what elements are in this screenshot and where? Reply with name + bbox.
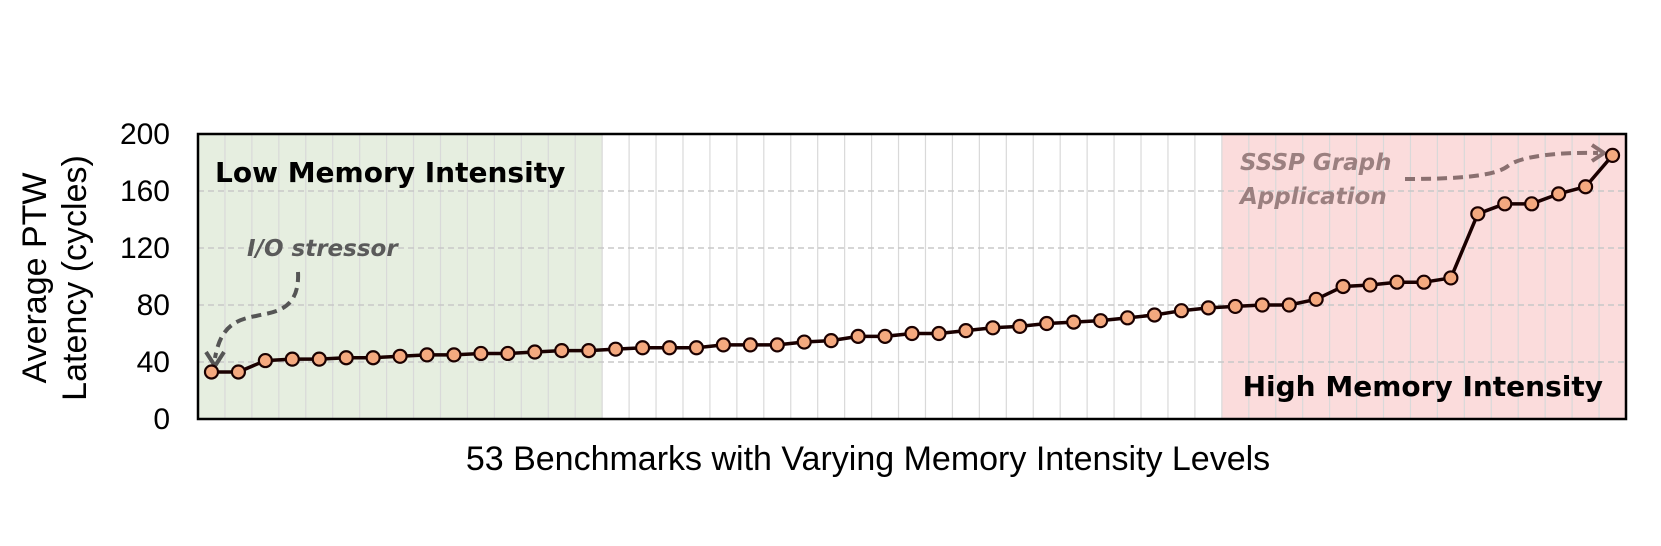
data-point xyxy=(230,364,247,380)
data-point xyxy=(1308,291,1324,307)
data-point xyxy=(338,350,354,366)
data-point xyxy=(904,325,920,342)
data-point xyxy=(742,337,758,353)
data-point xyxy=(500,345,516,362)
data-point xyxy=(1281,297,1297,313)
io-stressor-annotation: I/O stressor xyxy=(247,236,399,262)
data-point xyxy=(1577,179,1594,195)
data-point xyxy=(1093,313,1109,329)
sssp-arrow xyxy=(1404,150,1599,181)
grid-layer xyxy=(198,134,1626,419)
data-point xyxy=(958,323,974,339)
y-tick-label: 80 xyxy=(137,289,170,322)
data-point xyxy=(419,347,435,363)
data-point xyxy=(877,328,893,344)
data-point xyxy=(796,334,812,350)
data-point xyxy=(688,340,705,356)
region-0 xyxy=(198,134,603,419)
data-point xyxy=(392,348,408,364)
data-point xyxy=(1443,270,1459,286)
data-point xyxy=(581,343,597,359)
data-point xyxy=(284,351,300,367)
data-point xyxy=(1416,274,1432,290)
data-point xyxy=(850,328,866,344)
y-tick-label: 200 xyxy=(120,118,170,151)
data-point xyxy=(769,337,785,353)
data-point xyxy=(661,340,678,356)
sssp-arrowhead xyxy=(1590,143,1608,163)
data-point xyxy=(1066,314,1082,330)
data-point xyxy=(1012,318,1028,334)
data-point xyxy=(1254,297,1270,313)
data-point xyxy=(985,320,1001,336)
y-axis-title-line2: Latency (cycles) xyxy=(56,155,94,401)
data-point xyxy=(1362,277,1378,293)
high-intensity-label: High Memory Intensity xyxy=(1243,370,1603,403)
data-point xyxy=(554,343,570,359)
data-point xyxy=(473,345,489,362)
data-point xyxy=(257,352,273,369)
data-point xyxy=(1470,206,1486,222)
data-point xyxy=(1119,310,1136,326)
y-tick-label: 40 xyxy=(137,346,170,379)
data-point xyxy=(823,333,839,349)
io-stressor-arrow xyxy=(213,271,301,359)
y-tick-label: 0 xyxy=(153,403,170,436)
low-intensity-label: Low Memory Intensity xyxy=(215,156,565,189)
data-point xyxy=(608,341,624,357)
data-point xyxy=(715,337,731,353)
y-tick-label: 160 xyxy=(120,175,170,208)
data-point xyxy=(1604,147,1621,163)
data-point xyxy=(1146,307,1163,323)
data-point xyxy=(1524,196,1540,212)
data-point xyxy=(203,364,220,380)
data-point xyxy=(1389,274,1405,290)
data-point xyxy=(527,344,543,360)
data-point xyxy=(365,350,381,366)
data-point xyxy=(1039,315,1055,332)
data-point xyxy=(1335,278,1351,295)
data-point xyxy=(1227,298,1243,315)
sssp-annotation-line2: Application xyxy=(1238,184,1387,210)
y-tick-label: 120 xyxy=(120,232,170,265)
data-point xyxy=(1551,186,1567,202)
sssp-annotation-line1: SSSP Graph xyxy=(1240,150,1392,176)
data-point xyxy=(1200,300,1216,316)
data-point xyxy=(311,351,327,367)
data-point xyxy=(446,347,462,363)
data-point xyxy=(1497,196,1513,212)
series-layer xyxy=(203,147,1621,380)
data-point xyxy=(1173,303,1190,319)
plot-frame xyxy=(196,132,1628,421)
data-point xyxy=(931,325,947,342)
y-tick-labels: 0 40 80 120 160 200 xyxy=(120,118,170,436)
data-point xyxy=(634,340,651,356)
y-axis-title-line1: Average PTW xyxy=(16,172,54,383)
x-axis-title: 53 Benchmarks with Varying Memory Intens… xyxy=(466,440,1270,478)
